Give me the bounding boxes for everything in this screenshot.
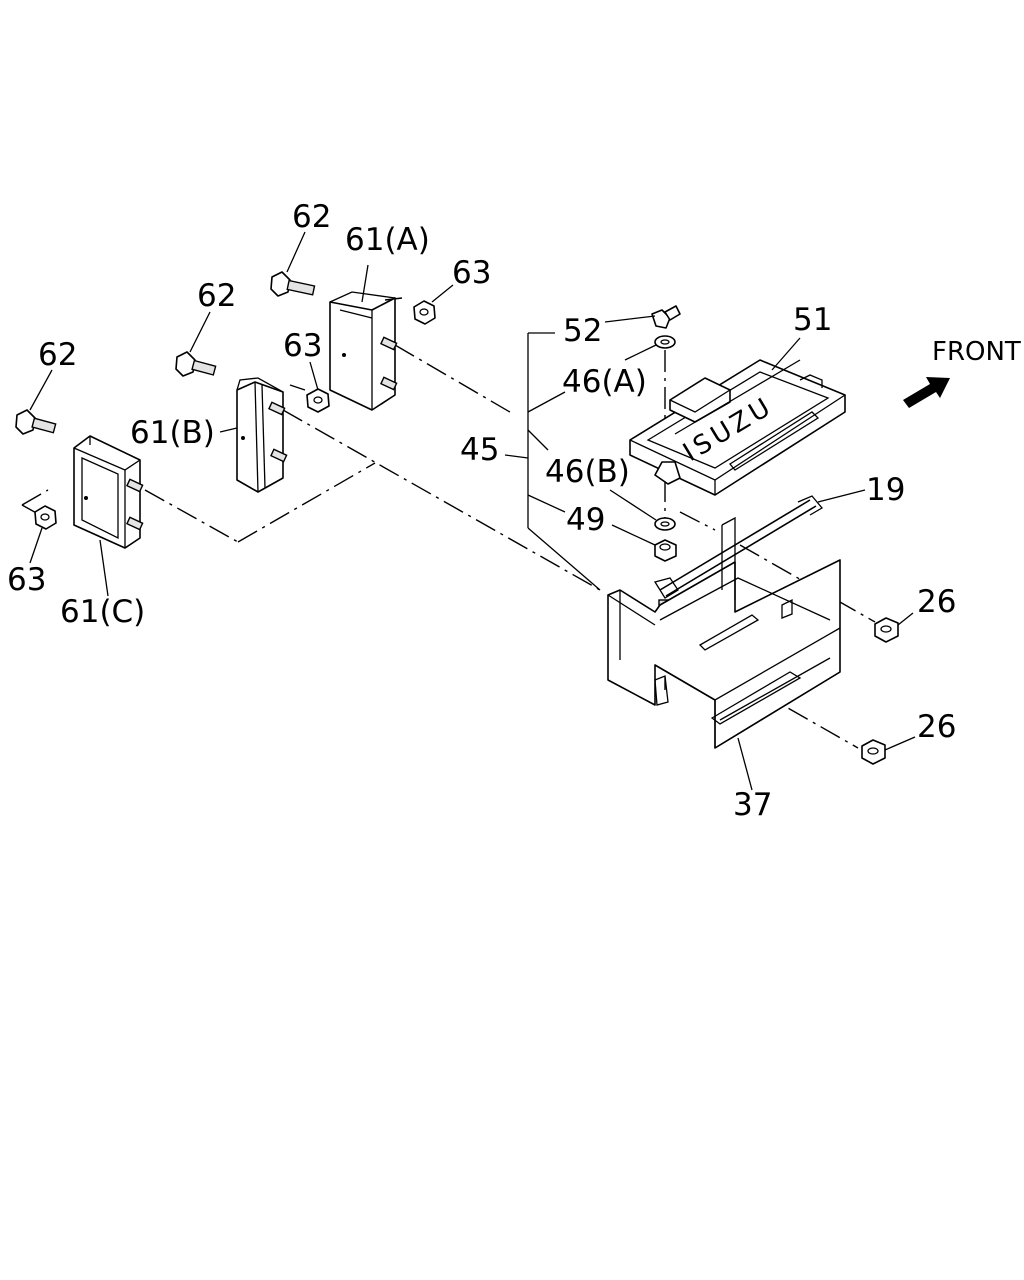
flange-nut-26-b xyxy=(861,739,886,765)
label-61c: 61(C) xyxy=(60,594,145,630)
label-49: 49 xyxy=(566,502,605,538)
label-front: FRONT xyxy=(932,337,1021,367)
label-45: 45 xyxy=(460,432,499,468)
bolt-62-b xyxy=(175,351,217,377)
nut-63-c xyxy=(34,505,57,530)
bolt-62-a xyxy=(270,271,316,297)
label-62-b: 62 xyxy=(197,278,236,314)
label-26-b: 26 xyxy=(917,709,956,745)
washer-46a xyxy=(654,335,676,349)
nut-49 xyxy=(654,539,677,562)
label-37: 37 xyxy=(733,787,772,823)
label-63-c: 63 xyxy=(7,562,46,598)
label-51: 51 xyxy=(793,302,832,338)
label-61b: 61(B) xyxy=(130,415,215,451)
battery-cover-51 xyxy=(629,359,846,496)
washer-46b xyxy=(654,517,676,531)
wing-nut-52 xyxy=(651,305,681,329)
nut-63-a xyxy=(413,300,436,325)
stud-bolts-61a xyxy=(380,336,398,391)
leader-lines xyxy=(29,231,916,791)
flange-nut-26-a xyxy=(874,617,899,643)
arrow-direction-icon xyxy=(903,377,950,408)
bolt-62-c xyxy=(15,409,57,435)
nut-63-b xyxy=(306,388,330,413)
label-46b: 46(B) xyxy=(545,454,630,490)
battery-tray-37 xyxy=(607,516,841,749)
bracket-61a xyxy=(329,291,396,411)
label-63-b: 63 xyxy=(283,328,322,364)
label-62-c: 62 xyxy=(38,337,77,373)
label-52: 52 xyxy=(563,313,602,349)
bracket-61b xyxy=(236,377,288,493)
part-labels: FRONT 62 61(A) 63 62 63 61(B) 62 63 61(C… xyxy=(7,199,1021,823)
label-19: 19 xyxy=(866,472,905,508)
label-62-a: 62 xyxy=(292,199,331,235)
label-26-a: 26 xyxy=(917,584,956,620)
label-46a: 46(A) xyxy=(562,364,647,400)
label-63-a: 63 xyxy=(452,255,491,291)
label-61a: 61(A) xyxy=(345,222,430,258)
bracket-61c xyxy=(73,435,144,549)
